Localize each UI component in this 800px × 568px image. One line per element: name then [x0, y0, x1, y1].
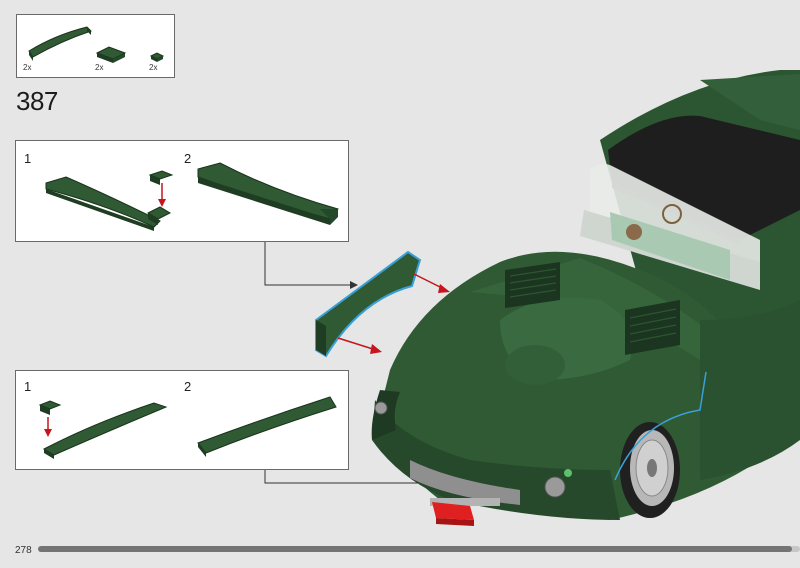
substep2-illustration: [197, 162, 339, 225]
part-qty: 2x: [95, 63, 104, 72]
substep1-illustration: [38, 400, 168, 459]
substep-number: 1: [24, 379, 32, 394]
curved-plate-part: [28, 26, 92, 61]
parts-list-callout: 2x 2x 2x: [16, 14, 175, 78]
tile-1x1-part: [149, 52, 165, 62]
progress-fill: [38, 546, 793, 552]
substep-number: 2: [184, 151, 192, 166]
part-qty: 2x: [23, 63, 32, 72]
substep2-illustration: [197, 396, 337, 457]
part-qty: 2x: [149, 63, 158, 72]
step-number: 387: [16, 86, 58, 116]
page-number: 278: [15, 545, 32, 556]
progress-bar: [38, 546, 800, 552]
substep1-illustration: [45, 170, 174, 231]
subassembly-top: 1 2: [15, 140, 349, 242]
substep-number: 2: [184, 379, 192, 394]
substep-number: 1: [24, 151, 32, 166]
corner-plate-part: [95, 46, 127, 63]
subassembly-bottom: 1 2: [15, 370, 349, 470]
